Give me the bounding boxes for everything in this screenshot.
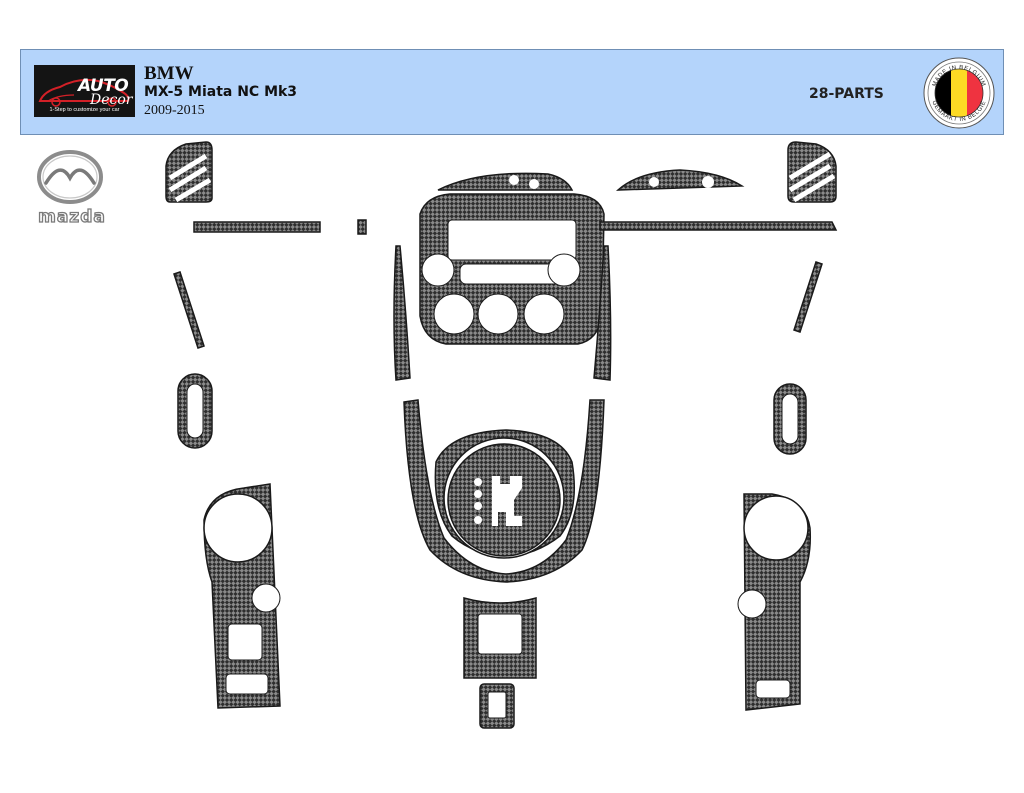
trim-part-left-door-panel [203,483,281,709]
trim-part-console-right-side [593,245,612,381]
trim-part-left-dash-strip [193,221,321,233]
car-silhouette-icon [38,78,130,107]
trim-part-small-square [479,683,515,729]
trim-part-top-right-cap [615,169,745,191]
vehicle-years: 2009-2015 [144,103,205,118]
parts-count: 28-PARTS [809,86,884,102]
mazda-wordmark: mazda [38,207,106,226]
trim-part-right-pillar-strip [793,261,823,333]
trim-part-left-pillar-strip [173,271,205,349]
trim-part-right-door-panel [737,493,812,711]
trim-part-right-dash-strip [599,221,838,231]
trim-part-center-console [419,193,605,345]
trim-part-console-left-side [393,245,411,381]
belgian-flag-icon [935,69,983,117]
header-bar: AUTO Decor 1-Step to customize your car … [20,49,1004,135]
logo-word-decor: Decor [90,92,133,108]
mazda-emblem-icon: mazda [37,150,106,228]
trim-part-left-door-handle [177,373,213,449]
trim-part-left-vent [165,141,213,203]
logo-word-auto: AUTO [78,76,129,96]
trim-part-top-left-cap [437,172,574,191]
vehicle-model: MX-5 Miata NC Mk3 [144,84,298,100]
trim-part-right-vent [787,141,837,203]
mazda-logo: mazda [30,150,114,228]
vehicle-make: BMW [144,63,194,84]
trim-part-lower-switch-panel [463,597,537,679]
trim-part-left-small-clip [357,219,367,235]
trim-part-right-door-handle [773,383,807,455]
made-in-belgium-badge: MADE IN BELGIUM GEMAAKT IN BELGIË [921,56,997,130]
trim-part-gear-surround [403,399,605,583]
auto-decor-logo: AUTO Decor 1-Step to customize your car [34,65,135,117]
logo-tagline: 1-Step to customize your car [49,107,120,113]
